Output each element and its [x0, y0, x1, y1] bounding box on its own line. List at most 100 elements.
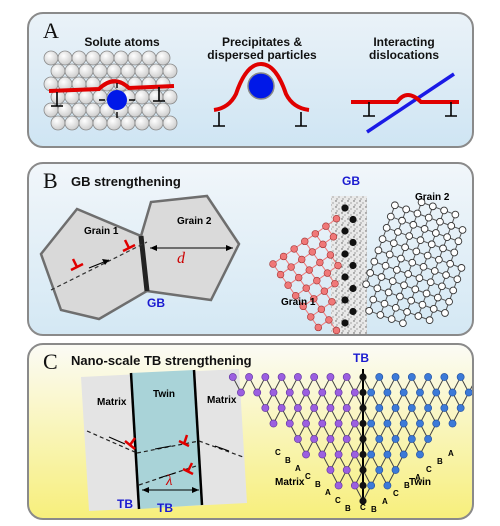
- twin-atom: [456, 404, 465, 412]
- grain-1-atom: [316, 258, 324, 267]
- twin-atom: [424, 373, 432, 381]
- label-twin: Twin: [153, 389, 176, 400]
- label-precipitates-line1: Precipitates &: [221, 35, 303, 49]
- host-atom: [148, 89, 164, 105]
- label-lattice-twin: Twin: [409, 477, 432, 488]
- panel-b-title: GB strengthening: [71, 174, 181, 189]
- grain-1-atom: [319, 240, 327, 249]
- grain-1-atom: [302, 284, 310, 292]
- grain-1-atom: [279, 252, 288, 261]
- tb-atom: [359, 388, 367, 397]
- grain-2-atom: [362, 280, 370, 289]
- host-atom: [162, 63, 178, 79]
- grain-1-atom: [311, 230, 320, 238]
- label-lattice-matrix: Matrix: [275, 477, 305, 488]
- grain-2-atom: [381, 261, 390, 270]
- matrix-atom: [334, 450, 343, 459]
- host-atom: [155, 50, 171, 66]
- grain-2-atom: [430, 267, 439, 275]
- grain-2-atom: [453, 275, 462, 284]
- host-atom: [162, 89, 178, 105]
- host-atom: [92, 89, 108, 105]
- grain-2-atom: [418, 300, 427, 309]
- matrix-atom: [318, 388, 327, 397]
- host-atom: [120, 63, 136, 79]
- label-precipitates: Precipitates & dispersed particles: [197, 36, 327, 62]
- grain-2-atom: [441, 309, 449, 317]
- gb-atom: [349, 284, 357, 293]
- matrix-atom: [350, 388, 359, 397]
- stacking-bottom-label: C: [360, 503, 366, 512]
- matrix-atom: [326, 404, 335, 412]
- grain-2-atom: [413, 209, 422, 218]
- twin-atom: [391, 373, 400, 381]
- twin-atom: [440, 404, 449, 412]
- twin-atom: [424, 435, 432, 443]
- grain-1-atom: [332, 214, 341, 223]
- matrix-atom: [302, 419, 310, 428]
- host-atom: [155, 76, 171, 92]
- panel-c-twin-boundary-strengthening: C Nano-scale TB strengthening Matrix Twi…: [27, 343, 474, 520]
- gb-atom: [349, 307, 357, 316]
- twin-atom: [399, 388, 408, 397]
- twin-atom: [407, 435, 416, 443]
- label-gb: GB: [147, 296, 165, 310]
- grain-2-atom: [443, 233, 451, 241]
- twin-atom: [367, 450, 376, 459]
- grain-2-atom: [385, 250, 394, 259]
- grain-size-arrow-left: [150, 245, 157, 251]
- grain-2-atom: [402, 205, 411, 214]
- matrix-atom: [277, 373, 286, 381]
- matrix-atom: [342, 435, 351, 443]
- label-tb-left: TB: [117, 497, 133, 511]
- matrix-atom: [269, 419, 278, 428]
- dislocation-line-solute: [48, 79, 175, 93]
- slip-arrows-c: [108, 436, 230, 479]
- grain-2-atom: [387, 315, 396, 323]
- stacking-letter-right: B: [404, 481, 410, 490]
- grain-2-atom: [399, 319, 407, 328]
- matrix-atom: [342, 404, 351, 412]
- matrix-atom: [261, 373, 270, 381]
- label-matrix-left: Matrix: [97, 397, 127, 408]
- host-atom: [64, 63, 80, 79]
- twin-lattice: [228, 373, 472, 505]
- grain-1-atom: [313, 276, 321, 285]
- twin-atom: [367, 419, 376, 428]
- grain-1-atom: [334, 261, 342, 270]
- grain-2-atom: [416, 236, 425, 245]
- stacking-letter-right: A: [415, 473, 421, 482]
- grain-2-atom: [366, 269, 375, 277]
- label-solute-atoms: Solute atoms: [84, 35, 160, 49]
- grain-1-atom: [322, 222, 330, 230]
- matrix-atom: [285, 419, 294, 428]
- matrix-atom: [253, 388, 262, 397]
- host-atom: [134, 63, 150, 79]
- grain-2-atom: [414, 312, 423, 320]
- grain-2-atom-lattice: [362, 198, 467, 328]
- gb-atom: [341, 227, 349, 235]
- twin-boundary-right: [192, 369, 204, 506]
- grain-1-atom: [287, 263, 295, 271]
- panel-a-solid-solution-strengthening: A Solute atoms Precipitates & dispersed …: [27, 12, 474, 148]
- grain-2-atom: [457, 264, 466, 272]
- matrix-atom: [228, 373, 237, 381]
- grain-2-atom: [429, 305, 438, 313]
- grain-1-atom: [326, 251, 335, 259]
- grain-2-atom: [412, 247, 421, 256]
- grain-1-atom: [323, 269, 332, 277]
- host-atom: [50, 115, 66, 131]
- twin-atom: [432, 388, 441, 397]
- grain-2-atom: [433, 293, 442, 302]
- grain-2-atom: [411, 285, 420, 294]
- twin-atom: [448, 419, 457, 428]
- host-atom: [141, 102, 157, 118]
- grain-2-atom: [401, 243, 409, 252]
- grain-1-atom: [269, 260, 277, 268]
- grain-2-atom: [428, 202, 437, 211]
- grain-2-atom: [415, 274, 424, 282]
- tb-atom: [359, 497, 367, 505]
- matrix-atom: [326, 466, 335, 474]
- solute-strain-arrows: [99, 83, 135, 118]
- twin-atom: [448, 388, 457, 397]
